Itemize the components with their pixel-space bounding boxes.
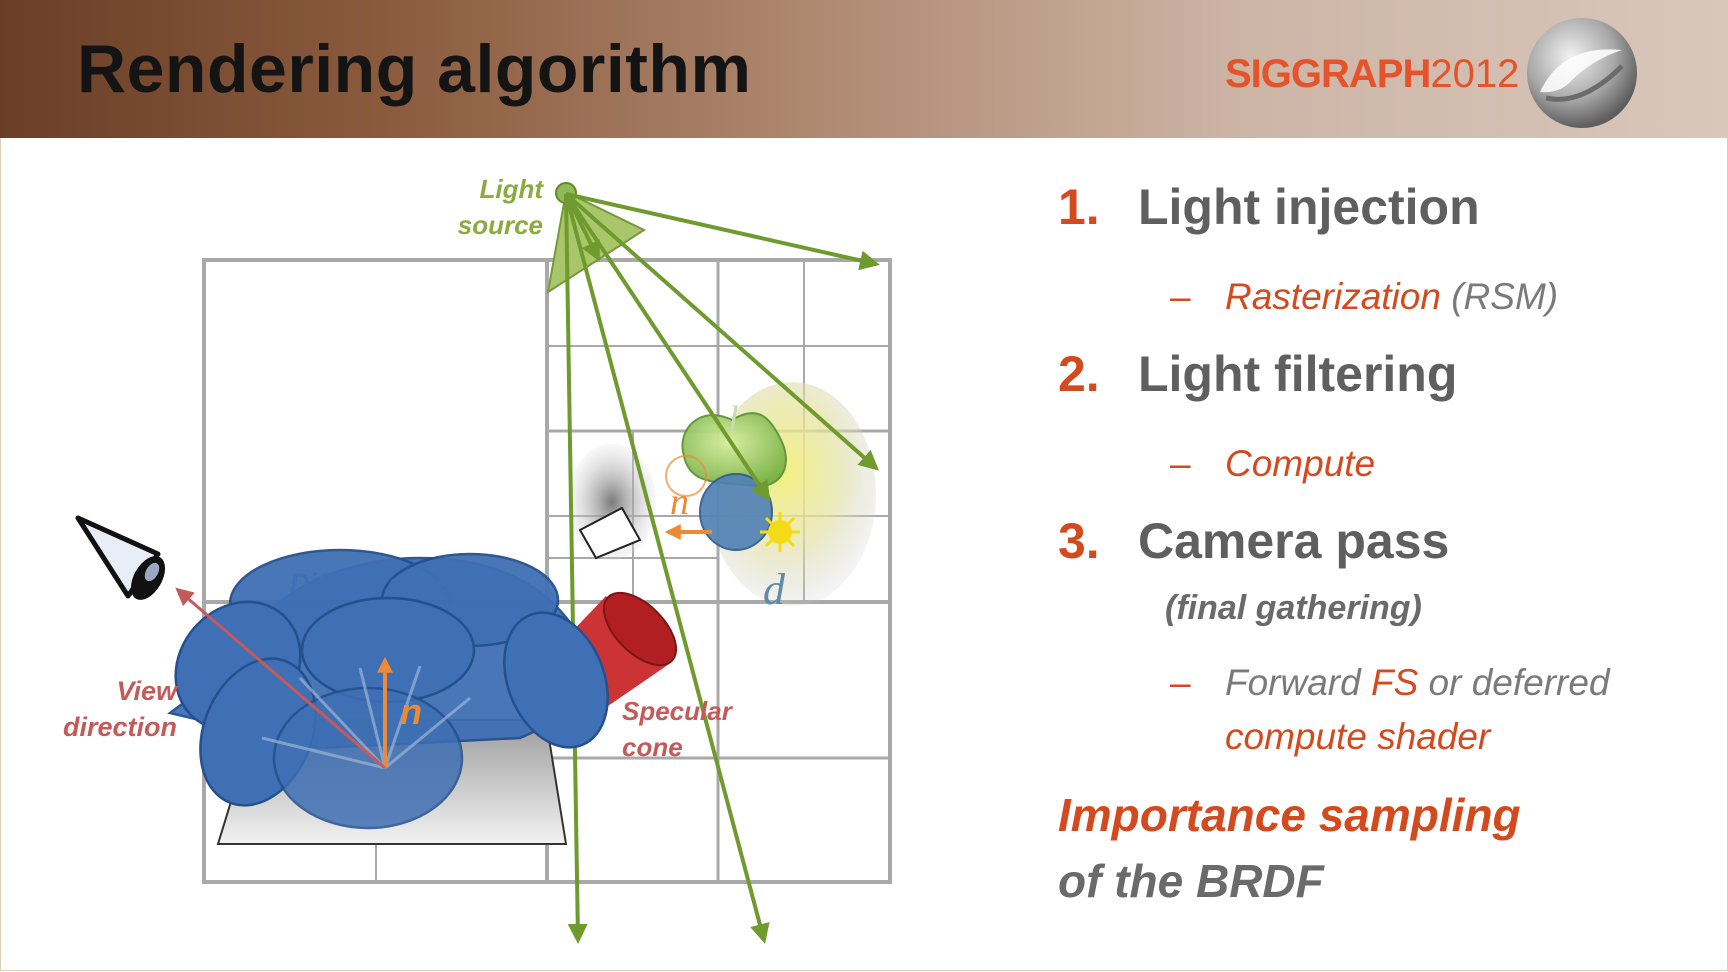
specular-cone-label: Specular [622, 696, 734, 726]
bullet-dash: – [1170, 662, 1191, 703]
logo-year: 2012 [1430, 52, 1520, 96]
light-source-label-2: source [458, 210, 543, 240]
bullet-dash: – [1170, 276, 1191, 317]
step-1-number: 1. [1058, 179, 1100, 235]
eye-icon [75, 515, 166, 600]
step-2: 2. Light filtering [1058, 345, 1457, 403]
surface-normal-label: n [400, 691, 422, 732]
importance-sampling-2: of the BRDF [1058, 855, 1324, 907]
light-source-label: Light [479, 174, 544, 204]
title-bar [0, 0, 1728, 138]
specular-cone-label-2: cone [622, 732, 683, 762]
view-direction-label: View [116, 676, 179, 706]
diffuse-cones [167, 548, 609, 830]
voxel-cone-tracing-diagram: Light source Diffuse cones View directio… [63, 174, 892, 944]
step-3-detail: –Forward FS or deferred [1170, 662, 1610, 703]
view-direction-arrow [175, 587, 386, 770]
siggraph-logo: SIGGRAPH2012 [1225, 52, 1519, 97]
step-1-title: Light injection [1138, 179, 1480, 235]
logo-brand: SIGGRAPH [1225, 52, 1431, 96]
diffuse-lobe-label: d [763, 565, 786, 614]
step-3-detail-line2: compute shader [1225, 716, 1491, 757]
step-3-title: Camera pass [1138, 513, 1450, 569]
step-2-detail: –Compute [1170, 443, 1376, 484]
step-2-title: Light filtering [1138, 346, 1458, 402]
light-rays [564, 192, 880, 944]
importance-sampling: Importance sampling [1058, 789, 1521, 841]
slide-title: Rendering algorithm [77, 31, 752, 107]
step-1-detail: –Rasterization (RSM) [1170, 276, 1559, 317]
step-2-number: 2. [1058, 346, 1100, 402]
bullet-dash: – [1170, 443, 1191, 484]
light-lobe-label: l [728, 399, 739, 441]
step-3-number: 3. [1058, 513, 1100, 569]
step-3-note: (final gathering) [1165, 589, 1422, 627]
view-direction-label-2: direction [63, 712, 177, 742]
step-3: 3. Camera pass [1058, 512, 1449, 570]
step-1: 1. Light injection [1058, 178, 1480, 236]
logo-swirl-icon [1527, 18, 1637, 128]
light-normal-label: n [670, 481, 689, 523]
diffuse-cones-label: Diffuse cones [290, 568, 467, 598]
